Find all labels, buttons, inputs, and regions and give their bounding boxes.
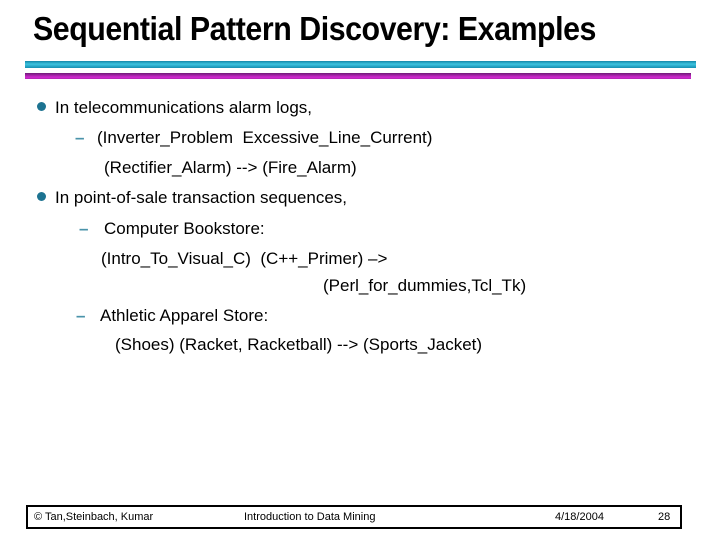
- sub2-line2-text: (Perl_for_dummies,Tcl_Tk): [323, 276, 527, 295]
- dash-icon: –: [79, 219, 89, 238]
- footer-page-number: 28: [658, 511, 671, 523]
- footer-copyright: © Tan,Steinbach, Kumar: [34, 511, 154, 523]
- sub3-line1-text: (Shoes) (Racket, Racketball) --> (Sports…: [115, 335, 483, 354]
- sub3-text: Athletic Apparel Store:: [100, 306, 269, 325]
- sub1-line1-text: (Inverter_Problem Excessive_Line_Current…: [97, 128, 433, 147]
- sub1-line2-text: (Rectifier_Alarm) --> (Fire_Alarm): [104, 158, 357, 177]
- bullet2-text: In point-of-sale transaction sequences,: [55, 188, 348, 207]
- sub2-text: Computer Bookstore:: [104, 219, 265, 238]
- dash-icon: –: [76, 306, 86, 325]
- title-rule-magenta: [25, 73, 691, 79]
- footer-deck-title: Introduction to Data Mining: [244, 511, 376, 523]
- slide-title: Sequential Pattern Discovery: Examples: [33, 10, 596, 47]
- bullet1-text: In telecommunications alarm logs,: [55, 98, 313, 117]
- title-rule-teal: [25, 61, 696, 68]
- bullet-icon: [37, 192, 46, 201]
- bullet-icon: [37, 102, 46, 111]
- footer-bar: © Tan,Steinbach, Kumar Introduction to D…: [26, 505, 682, 529]
- footer-date: 4/18/2004: [555, 511, 604, 523]
- dash-icon: –: [75, 128, 85, 147]
- sub2-line1-text: (Intro_To_Visual_C) (C++_Primer) –>: [101, 249, 388, 268]
